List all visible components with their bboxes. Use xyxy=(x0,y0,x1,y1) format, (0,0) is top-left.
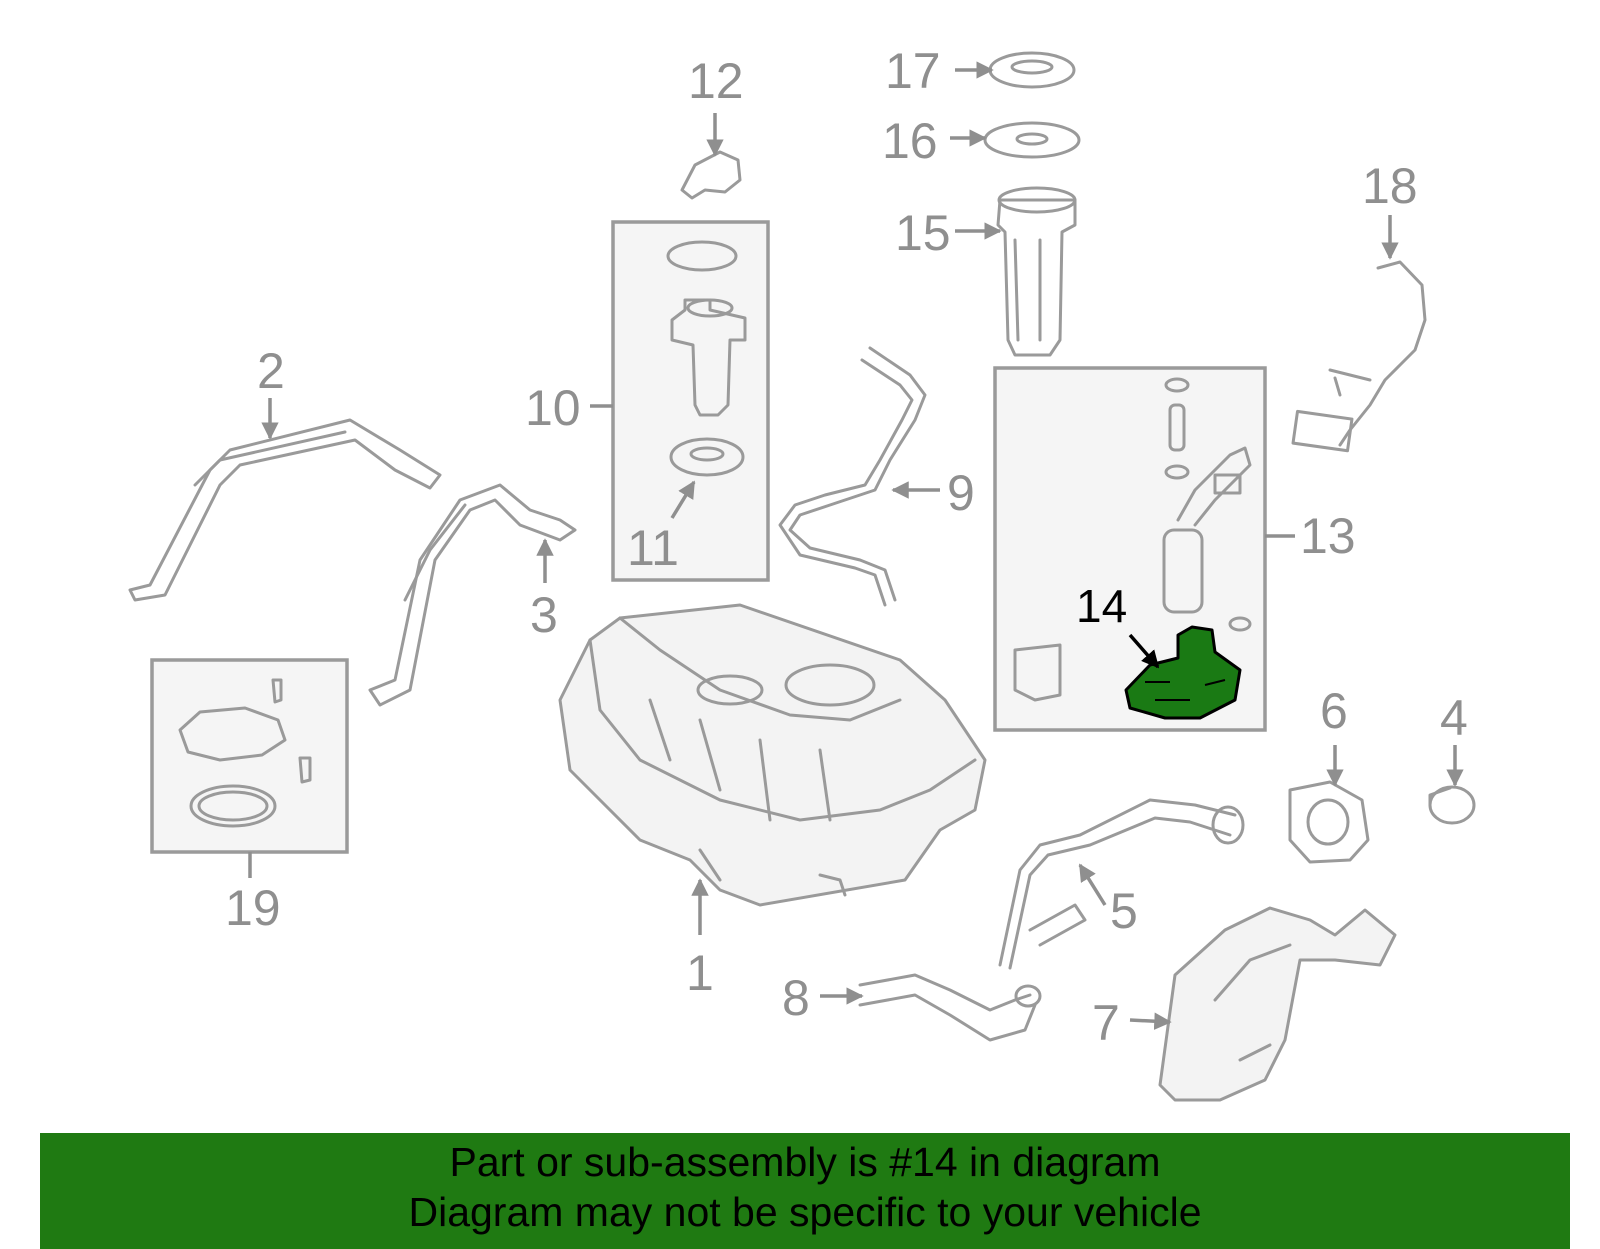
callout-6: 6 xyxy=(1320,683,1348,739)
assembly-box-10 xyxy=(611,220,770,582)
part-4-cap xyxy=(1428,785,1476,825)
callout-13: 13 xyxy=(1300,508,1356,564)
callout-18: 18 xyxy=(1362,158,1418,214)
callout-2: 2 xyxy=(257,343,285,399)
callout-17: 17 xyxy=(885,43,941,99)
part-5-filler-pipe xyxy=(998,798,1245,970)
part-7-shield xyxy=(1158,906,1397,1102)
part-18-harness xyxy=(1291,260,1427,453)
part-8-hose xyxy=(858,973,1042,1042)
part-14-highlighted xyxy=(1124,625,1242,720)
part-1-fuel-tank xyxy=(558,603,987,907)
callout-12: 12 xyxy=(688,53,744,109)
banner-line-1: Part or sub-assembly is #14 in diagram xyxy=(449,1139,1161,1185)
callout-labels: 1 2 3 4 5 6 7 8 9 10 11 12 13 14 15 16 1… xyxy=(225,43,1468,1051)
callout-9: 9 xyxy=(947,465,975,521)
callout-11: 11 xyxy=(627,520,679,576)
part-3-strap xyxy=(368,483,577,707)
info-banner: Part or sub-assembly is #14 in diagram D… xyxy=(40,1133,1570,1249)
callout-15: 15 xyxy=(895,205,951,261)
callout-14: 14 xyxy=(1076,580,1127,632)
callout-19: 19 xyxy=(225,880,281,936)
banner-line-2: Diagram may not be specific to your vehi… xyxy=(408,1189,1202,1235)
part-16-ring xyxy=(983,121,1081,159)
part-15-pump-module xyxy=(996,186,1077,357)
part-9-hose xyxy=(778,346,927,607)
callout-1: 1 xyxy=(686,945,714,1001)
part-17-seal xyxy=(988,51,1076,89)
callout-7: 7 xyxy=(1092,995,1120,1051)
callout-3: 3 xyxy=(530,587,558,643)
part-12-valve xyxy=(680,150,742,200)
callout-5: 5 xyxy=(1110,883,1138,939)
leader-lines xyxy=(248,61,1464,1030)
part-6-housing xyxy=(1288,780,1370,864)
assembly-box-19 xyxy=(150,658,349,854)
callout-16: 16 xyxy=(882,113,938,169)
callout-4: 4 xyxy=(1440,690,1468,746)
part-2-strap xyxy=(128,418,442,602)
callout-10: 10 xyxy=(525,380,581,436)
callout-8: 8 xyxy=(782,970,810,1026)
